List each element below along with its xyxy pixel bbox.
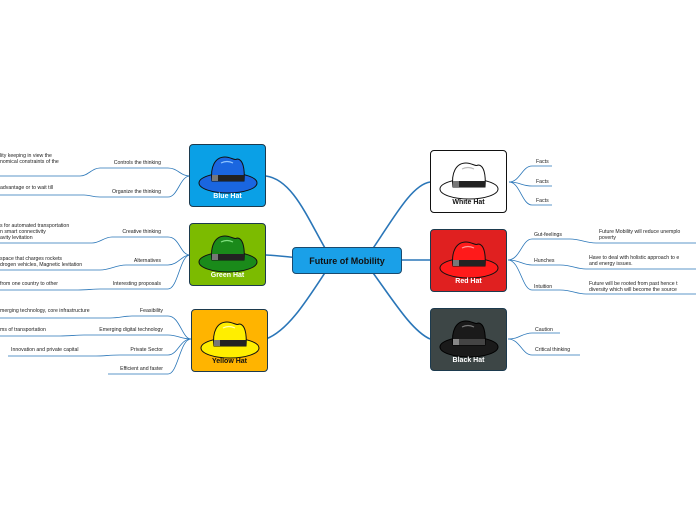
yellow-detail-2[interactable]: ms of transportation <box>0 327 46 333</box>
fedora-hat-icon <box>439 241 498 279</box>
green-detail-1[interactable]: s for automated transportation n smart c… <box>0 223 70 241</box>
blue-hat-label: Blue Hat <box>213 193 242 200</box>
red-topic-hunches[interactable]: Hunches <box>534 258 555 264</box>
green-detail-3[interactable]: from one country to other <box>0 281 58 287</box>
blue-topic-controls-thinking[interactable]: Controls the thinking <box>113 160 161 166</box>
red-topic-intuition[interactable]: Intuition <box>534 284 553 290</box>
white-hat-node[interactable]: White Hat <box>430 150 507 213</box>
green-topic-alternatives[interactable]: Alternatives <box>133 258 161 264</box>
white-topic-facts-2[interactable]: Facts <box>536 179 549 185</box>
fedora-hat-icon <box>200 321 259 359</box>
yellow-topic-emerging-digital-technology[interactable]: Emerging digital technology <box>99 327 163 333</box>
yellow-topic-efficient-faster[interactable]: Efficient and faster <box>120 366 163 372</box>
green-hat-label: Green Hat <box>210 272 245 279</box>
fedora-hat-icon <box>198 156 257 194</box>
black-hat-label: Black Hat <box>452 357 485 364</box>
blue-detail-1[interactable]: lity keeping in view the nomical constra… <box>0 153 59 165</box>
white-topic-facts-3[interactable]: Facts <box>536 198 549 204</box>
green-topic-creative-thinking[interactable]: Creative thinking <box>122 229 161 235</box>
blue-topic-organize-thinking[interactable]: Organize the thinking <box>111 189 161 195</box>
fedora-hat-icon <box>198 235 257 273</box>
green-topic-interesting-proposals[interactable]: Interesting proposals <box>112 281 161 287</box>
fedora-hat-icon <box>439 162 498 200</box>
blue-hat-node[interactable]: Blue Hat <box>189 144 266 207</box>
yellow-hat-node[interactable]: Yellow Hat <box>191 309 268 372</box>
yellow-hat-label: Yellow Hat <box>211 358 247 365</box>
red-hat-node[interactable]: Red Hat <box>430 229 507 292</box>
yellow-topic-feasibility[interactable]: Feasibility <box>139 308 163 314</box>
yellow-detail-1[interactable]: merging technology, core infrastructure <box>0 308 90 314</box>
red-topic-gut-feelings[interactable]: Gut-feelings <box>534 232 562 238</box>
black-topic-critical-thinking[interactable]: Critical thinking <box>535 347 571 353</box>
red-detail-3[interactable]: Future will be rooted from past hence t … <box>589 281 678 293</box>
black-topic-caution[interactable]: Caution <box>535 327 553 333</box>
red-detail-1[interactable]: Future Mobility will reduce unemplo pove… <box>599 229 681 241</box>
white-topic-facts-1[interactable]: Facts <box>536 159 549 165</box>
red-detail-2[interactable]: Have to deal with holistic approach to e… <box>589 255 680 267</box>
red-hat-label: Red Hat <box>455 278 482 285</box>
yellow-topic-private-sector[interactable]: Private Sector <box>130 347 163 353</box>
fedora-hat-icon <box>439 320 498 358</box>
yellow-detail-3[interactable]: Innovation and private capital <box>11 347 79 353</box>
green-detail-2[interactable]: space that charges rockets drogen vehicl… <box>0 256 83 268</box>
white-hat-label: White Hat <box>452 199 485 206</box>
black-hat-node[interactable]: Black Hat <box>430 308 507 371</box>
green-hat-node[interactable]: Green Hat <box>189 223 266 286</box>
blue-detail-2[interactable]: advantage or to wait till <box>0 185 54 191</box>
central-topic[interactable]: Future of Mobility <box>292 247 402 274</box>
